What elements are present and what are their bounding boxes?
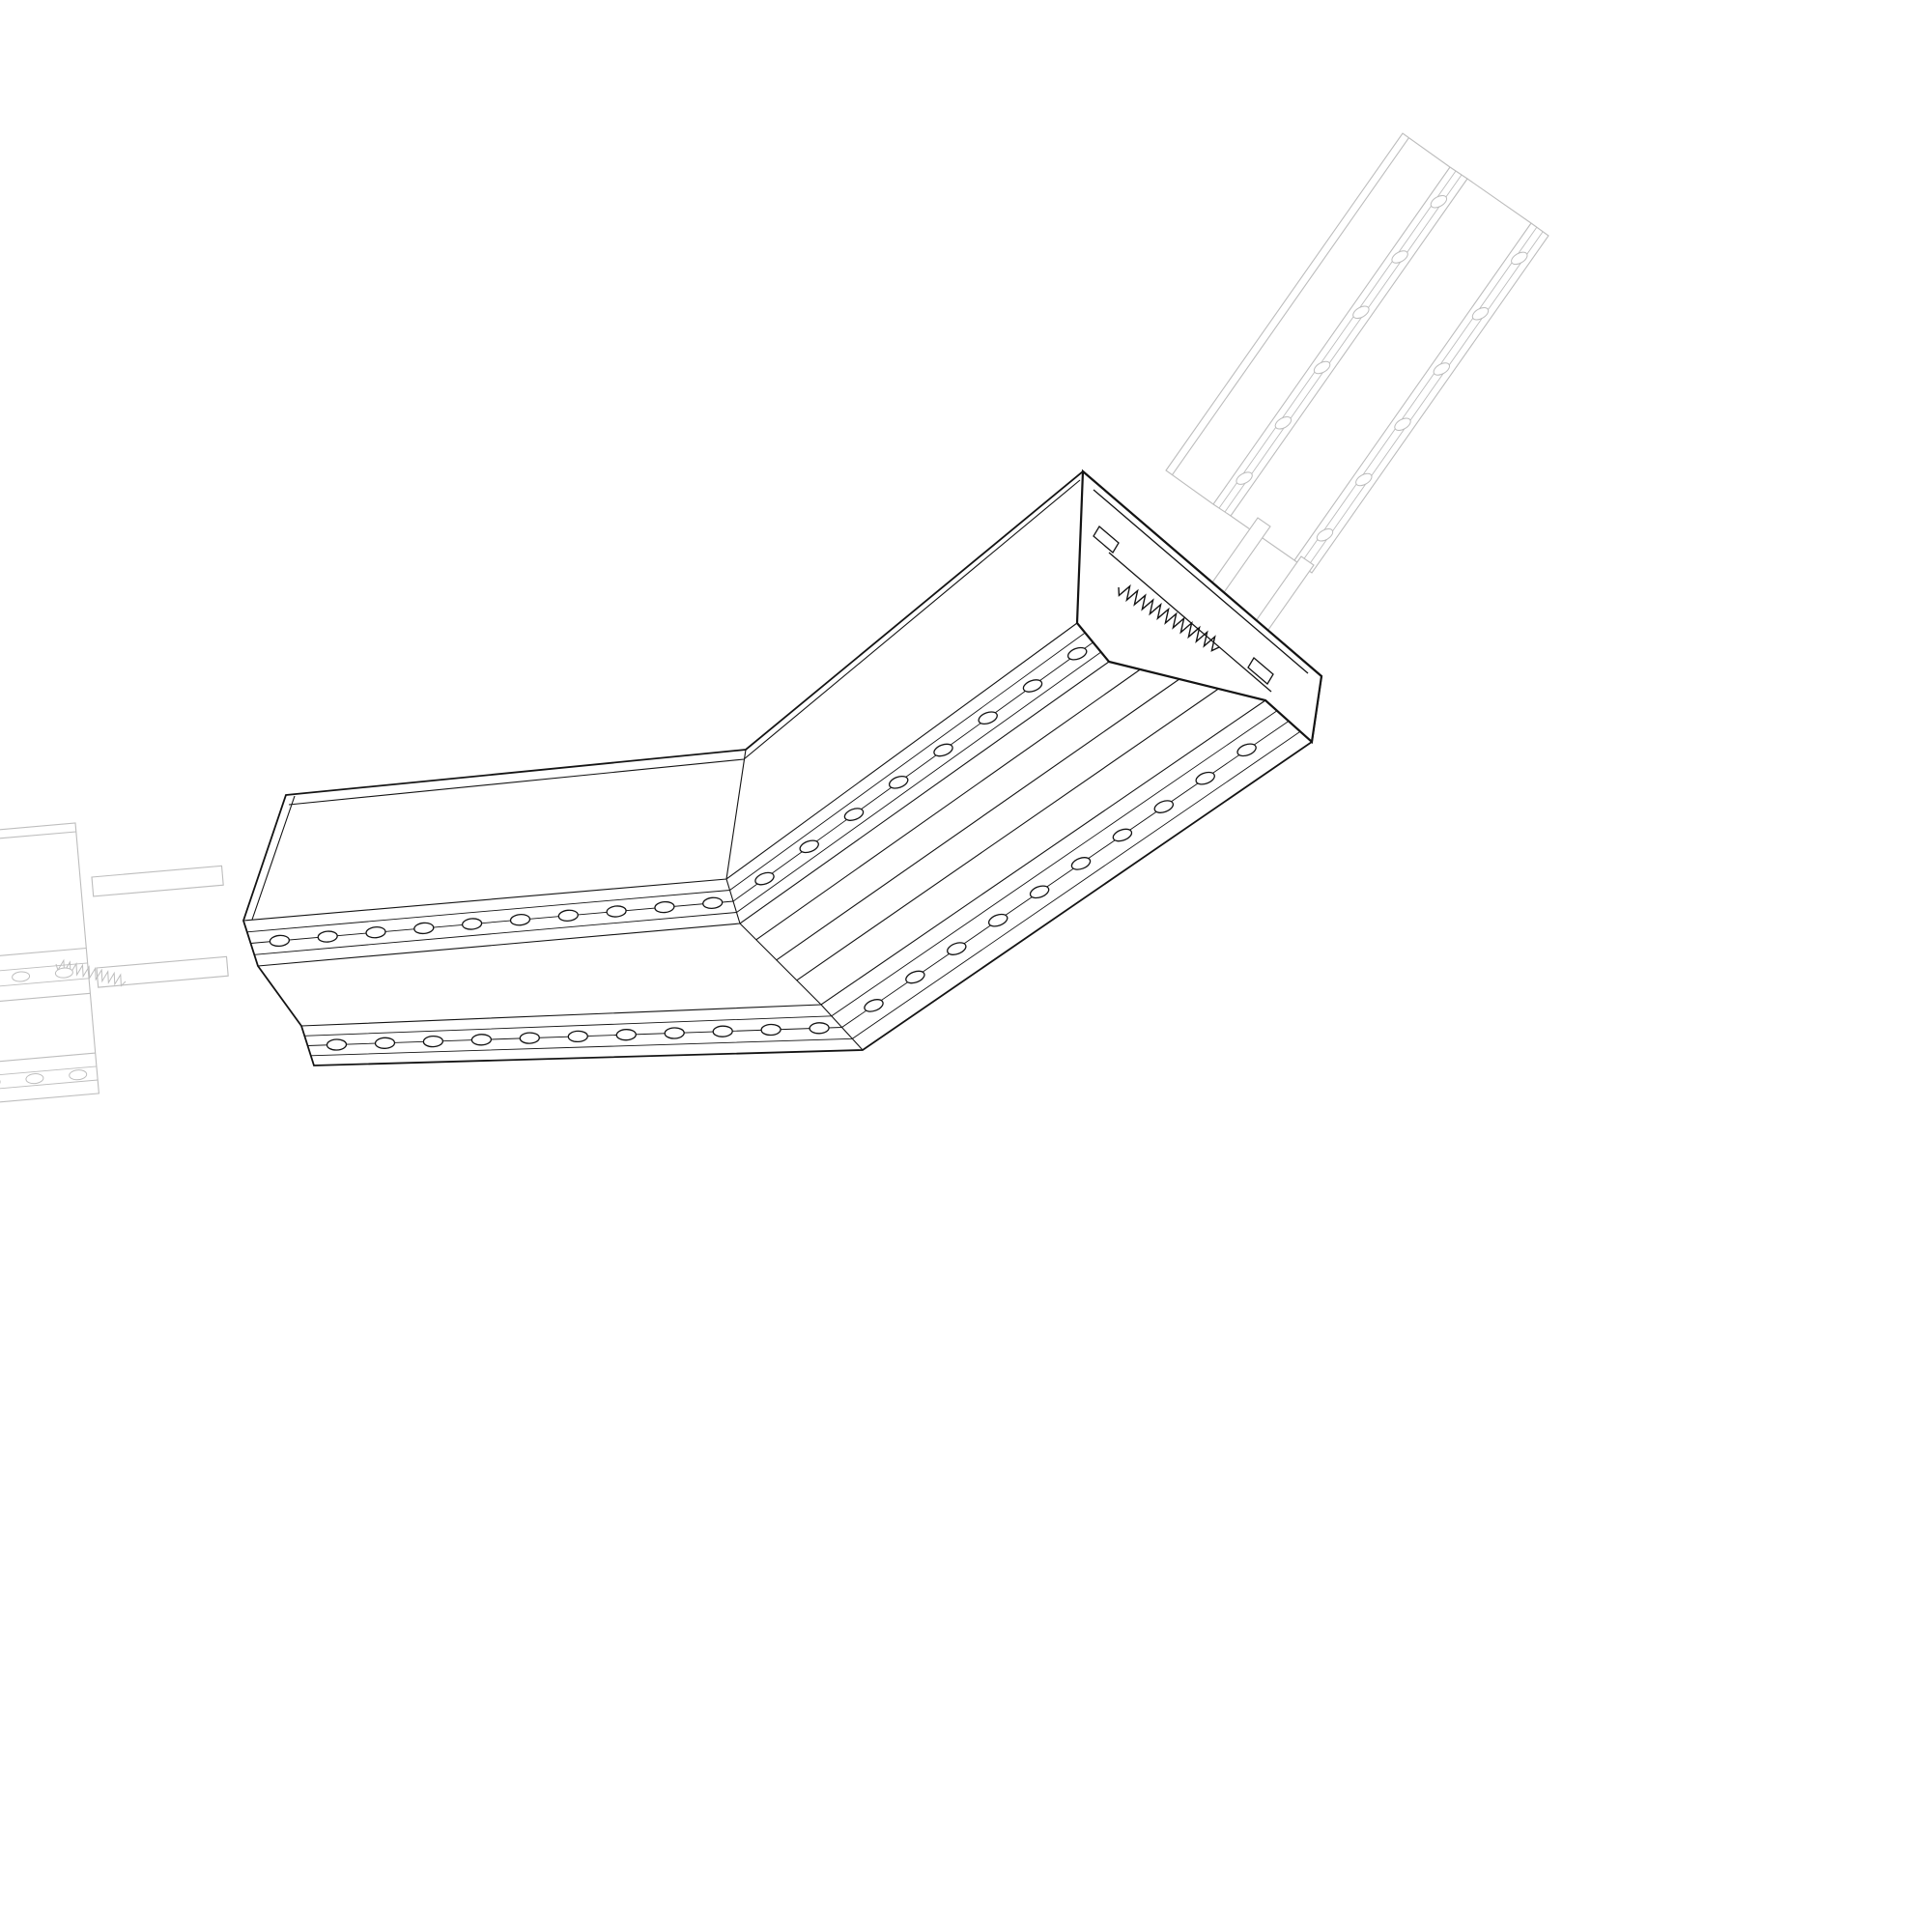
- serrated-strip: [1118, 583, 1220, 652]
- flange-hole: [567, 1030, 588, 1043]
- flange-hole: [509, 914, 531, 926]
- flange-hole: [1352, 305, 1370, 320]
- flange-hole: [799, 839, 819, 854]
- serrated-strip: [55, 958, 127, 987]
- mounting-clip: [1093, 526, 1120, 554]
- flange-hole: [54, 967, 73, 979]
- flange-hole: [365, 926, 386, 939]
- flange-hole: [269, 934, 291, 948]
- joining-plates-left: [91, 865, 229, 988]
- flange-hole: [69, 1069, 88, 1081]
- ghost-right-band-edges: [1212, 166, 1532, 561]
- flange-hole: [1066, 646, 1088, 661]
- flange-hole: [1430, 194, 1448, 209]
- flange-hole: [1316, 528, 1334, 542]
- flange-hole: [1195, 771, 1215, 785]
- flange-hole-rows: [0, 194, 1528, 1089]
- flange-hole: [702, 896, 724, 909]
- flange-hole: [1029, 885, 1050, 899]
- ghost-left-band-edges: [0, 947, 96, 1063]
- mounting-clip: [1247, 657, 1274, 685]
- ghost-left-wall-edge: [0, 831, 76, 839]
- flange-hole: [317, 930, 338, 943]
- flange-hole: [843, 808, 865, 821]
- flange-hole: [888, 775, 909, 789]
- flange-hole: [25, 1073, 44, 1085]
- serrated-details: [55, 583, 1220, 987]
- flange-hole: [326, 1038, 348, 1051]
- flange-hole: [1471, 306, 1490, 321]
- flange-hole: [1236, 471, 1253, 485]
- flange-hole: [905, 970, 925, 984]
- flange-hole: [0, 1076, 1, 1089]
- flange-hole: [1313, 360, 1331, 375]
- rib-line: [1218, 170, 1544, 570]
- flange-hole: [1153, 800, 1175, 813]
- flange-hole: [664, 1027, 685, 1039]
- flange-hole: [864, 999, 884, 1012]
- flange-hole: [1511, 251, 1528, 266]
- flange-hole: [978, 711, 998, 725]
- flange-hole: [413, 922, 435, 935]
- flange-hole: [1274, 416, 1293, 430]
- ghost-right-wall-edge: [1172, 137, 1409, 475]
- flange-hole: [461, 918, 483, 930]
- flange-hole: [1355, 472, 1373, 487]
- flange-hole: [754, 871, 775, 886]
- end-face-ledge: [1108, 552, 1272, 693]
- flange-hole: [422, 1035, 444, 1048]
- flange-hole: [654, 900, 675, 914]
- flange-hole: [1112, 828, 1133, 842]
- ghost-segment-top-right: [1165, 132, 1549, 574]
- flange-hole: [374, 1037, 396, 1049]
- flange-hole: [1433, 362, 1450, 376]
- flange-hole: [1394, 417, 1411, 431]
- flange-hole: [712, 1025, 733, 1037]
- flange-hole: [606, 905, 627, 918]
- flange-hole: [1391, 250, 1408, 264]
- flange-hole: [1022, 679, 1043, 693]
- flange-hole: [12, 971, 31, 982]
- flange-hole: [519, 1032, 540, 1044]
- corner-fold-line: [725, 749, 864, 1051]
- ghost-segment-left: [0, 822, 99, 1103]
- end-face-inner-wall: [1093, 489, 1309, 674]
- channel-interior-line: [755, 668, 1219, 981]
- flange-hole: [809, 1022, 830, 1035]
- joining-plate: [91, 865, 224, 897]
- rib-line: [0, 962, 99, 1090]
- flange-hole: [933, 743, 953, 757]
- flange-hole: [987, 913, 1009, 927]
- left-end-cut-line: [251, 795, 296, 921]
- flange-hole: [947, 942, 967, 955]
- joining-plate: [96, 955, 229, 988]
- flange-hole: [1070, 857, 1092, 870]
- flange-hole: [1236, 743, 1257, 757]
- flange-hole: [557, 909, 579, 922]
- flange-hole: [615, 1029, 637, 1041]
- ghost-left-outline: [0, 822, 99, 1103]
- flange-hole: [760, 1023, 781, 1037]
- flange-hole: [470, 1034, 493, 1046]
- corner-end-cut-face: [1075, 469, 1323, 745]
- ghost-right-outline: [1165, 132, 1549, 574]
